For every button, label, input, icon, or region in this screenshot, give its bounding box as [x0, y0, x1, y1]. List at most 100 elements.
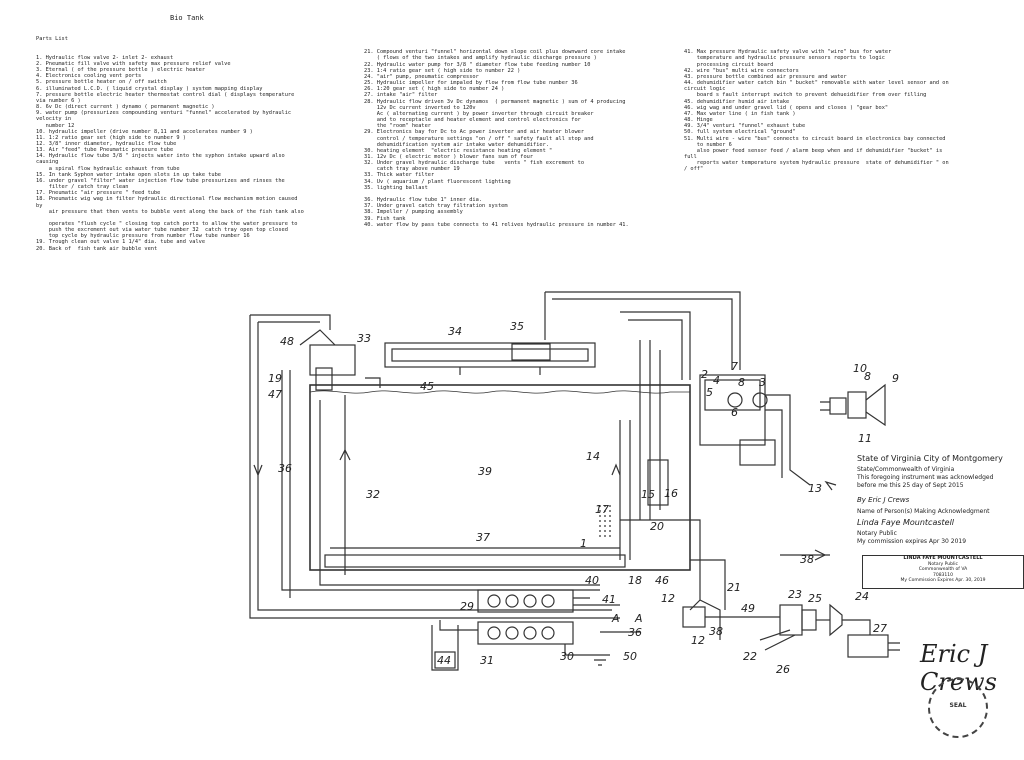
part-label: 20 [650, 520, 664, 533]
parts-list-items: 41. Max pressure Hydraulic safety valve … [684, 49, 949, 172]
air-intake-filter [847, 634, 889, 658]
part-label: 21 [727, 581, 741, 594]
stamp-expires: My Commission Expires Apr. 30, 2019 [900, 578, 986, 583]
parts-list-item: catch tray above number 19 [364, 166, 460, 173]
part-label: 31 [480, 654, 494, 667]
parts-list-item: 31. 12v Dc ( electric motor ) blower fan… [364, 153, 534, 160]
part-label: 10 [853, 362, 867, 375]
stamp-reg: 7083110 [932, 572, 954, 578]
part-label: 8 [864, 370, 871, 383]
parts-list-item: 47. Max water line ( in fish tank ) [684, 110, 796, 117]
part-label: 23 [788, 588, 802, 601]
parts-list-item: 3. Eternal ( of the pressure bottle ) el… [36, 67, 206, 74]
parts-list-item: 1. Hydraulic flow valve 2- inlet 2- exha… [36, 54, 174, 61]
parts-list-item: 22. Hydraulic water pump for 3/8 " diame… [364, 61, 591, 68]
parts-list-items: 1. Hydraulic flow valve 2- inlet 2- exha… [36, 55, 304, 252]
parts-list-item: 24. "air" pump, pneumatic compressor [364, 73, 479, 80]
notary-acknowledgment: State of Virginia City of Montgomery Sta… [855, 452, 1020, 592]
parts-list-item: 38. Impeller / pumping assembly [364, 209, 463, 216]
parts-list-item: 27. intake "air" filter [364, 92, 438, 99]
parts-list-item: 29. Electronics bay for Dc to Ac power i… [364, 129, 585, 136]
part-label: 8 [738, 376, 745, 389]
part-label: 37 [476, 531, 490, 544]
part-label: 18 [628, 574, 642, 587]
part-label: 7 [731, 360, 738, 373]
parts-list-column-1: Parts List 1. Hydraulic flow valve 2- in… [36, 24, 304, 258]
impeller-assembly [682, 606, 706, 628]
parts-list-item: 19. Trough clean out valve 1 1/4" dia. t… [36, 239, 206, 246]
parts-list-item: 28. Hydraulic flow driven 3v Dc dynamos … [364, 98, 626, 105]
uv-light-fixture [384, 342, 596, 368]
parts-list-item: processing circuit board [684, 61, 774, 68]
lighting-ballast [511, 343, 551, 361]
parts-list-item: 46. wig wag and under gravel lid ( opens… [684, 104, 889, 111]
parts-list-item: 25. Hydraulic impeller for impaled by fl… [364, 80, 578, 87]
notary-title: Notary Public [857, 530, 897, 537]
parts-list-item: 34. Uv ( aquarium / plant fluorescent li… [364, 178, 511, 185]
part-label: 25 [808, 592, 822, 605]
parts-list-item: 42. wire "bus" multi wire connectors [684, 67, 799, 74]
part-label: 26 [776, 663, 790, 676]
parts-list-item: velocity in [36, 116, 72, 123]
parts-list-item: 21. Compound venturi "funnel" horizontal… [364, 49, 626, 56]
parts-list-item: 7. pressure bottle electric heater therm… [36, 91, 295, 98]
parts-list-item: control / temperature settings "on / off… [364, 135, 594, 142]
part-label: 5 [706, 386, 713, 399]
document-title: Bio Tank [170, 14, 204, 22]
parts-list-item: 50. full system electrical "ground" [684, 129, 796, 136]
parts-list-items: 21. Compound venturi "funnel" horizontal… [364, 49, 629, 228]
parts-list-item: push the excrement out via water tube nu… [36, 227, 288, 234]
parts-list-item: 12v Dc current inverted to 120v [364, 104, 476, 111]
parts-list-item: 17. Pneumatic "air pressure " feed tube [36, 190, 161, 197]
electronics-bay [477, 589, 574, 613]
parts-list-item: 36. Hydraulic flow tube 1" inner dia. [364, 197, 482, 204]
part-label: 24 [855, 590, 869, 603]
part-label: 36 [628, 626, 642, 639]
parts-list-item: 49. 3/4" venturi "funnel" exhaust tube [684, 123, 806, 130]
part-label: 41 [602, 593, 616, 606]
parts-list-item: causing [36, 159, 59, 166]
parts-list-item: 5. pressure bottle heater on / off switc… [36, 79, 167, 86]
parts-list-item: 41. Max pressure Hydraulic safety valve … [684, 49, 892, 56]
parts-list-item: ( flows of the two intakes and amplify h… [364, 55, 597, 62]
part-label: 46 [655, 574, 669, 587]
parts-list-item: air pressure that then vents to bubble v… [36, 208, 304, 215]
part-label: 12 [661, 592, 675, 605]
parts-list-item: 48. Hinge [684, 117, 713, 124]
part-label: 49 [741, 602, 755, 615]
notary-by-line: By Eric J Crews [857, 496, 910, 504]
ground-symbol [590, 654, 610, 666]
part-label: 47 [268, 388, 282, 401]
notary-stamp: LINDA FAYE MOUNTCASTELL Notary Public Co… [862, 555, 1024, 589]
parts-list-item: also power feed sensor feed / alarm beep… [684, 147, 943, 154]
part-label: 11 [858, 432, 872, 445]
part-label: 29 [460, 600, 474, 613]
part-label: 9 [892, 372, 899, 385]
parts-list-item: 10. hydraulic impeller (drive number 8,1… [36, 128, 253, 135]
part-label: 22 [743, 650, 757, 663]
parts-list-item: 18. Pneumatic wig wag in filter hydrauli… [36, 196, 298, 203]
part-label: 40 [585, 574, 599, 587]
parts-list-item: 26. 1:20 gear set ( high side to number … [364, 86, 505, 93]
parts-list-column-2: 21. Compound venturi "funnel" horizontal… [364, 37, 629, 234]
parts-list-item: top cycle by hydraulic pressure from num… [36, 233, 250, 240]
part-label: 4 [713, 374, 720, 387]
parts-list-item: 51. Multi wire - wire "bus" connects to … [684, 135, 946, 142]
part-label: 30 [560, 650, 574, 663]
part-label: 12 [691, 634, 705, 647]
part-label: 3 [759, 376, 766, 389]
parts-list-item: operates "flush cycle " closing top catc… [36, 221, 298, 227]
parts-list-item: 30. heating element "electric resistance… [364, 147, 553, 154]
parts-list-item: 6. illuminated L.C.D. ( liquid crystal d… [36, 85, 263, 92]
part-label: 39 [478, 465, 492, 478]
notary-ack-line: This foregoing instrument was acknowledg… [857, 474, 994, 481]
notary-name-line: Name of Person(s) Making Acknowledgment [857, 508, 990, 515]
part-label: 45 [420, 380, 434, 393]
parts-list-item: full [684, 153, 697, 160]
parts-list-item: 8. 6v Dc (direct current ) dynamo ( perm… [36, 104, 215, 111]
parts-list-item: temperature and hydraulic pressure senso… [684, 55, 885, 62]
part-label: 48 [280, 335, 294, 348]
parts-list-item: 43. pressure bottle combined air pressur… [684, 73, 847, 80]
